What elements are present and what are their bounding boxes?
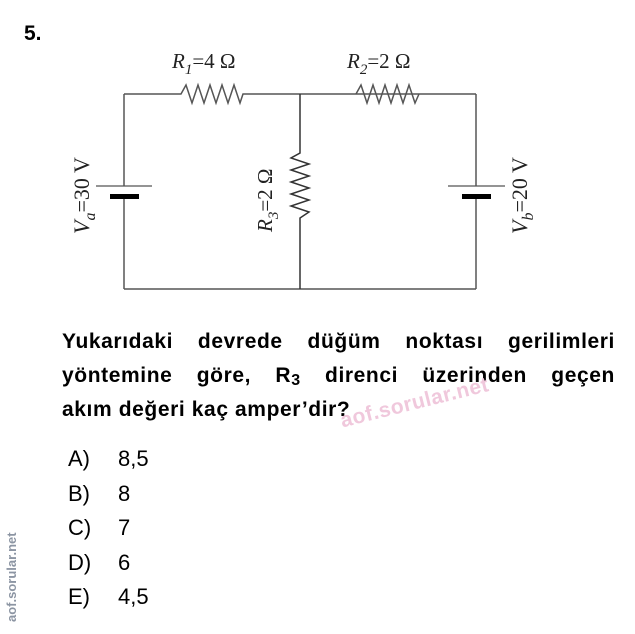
option-c[interactable]: C)7 bbox=[68, 515, 131, 541]
question-line-1: Yukarıdaki devrede düğüm noktası gerilim… bbox=[62, 330, 615, 353]
va-label: Va=30 V bbox=[69, 157, 99, 234]
vb-label: Vb=20 V bbox=[507, 157, 537, 234]
r3-resistor bbox=[288, 94, 312, 289]
r2-label: R2=2 Ω bbox=[346, 49, 411, 78]
option-b[interactable]: B)8 bbox=[68, 480, 131, 506]
r2-resistor bbox=[355, 82, 420, 106]
circuit-diagram: R1=4 Ω R2=2 Ω R3=2 Ω Va=30 V Vb=20 V bbox=[69, 49, 537, 290]
watermark-side: aof.sorular.net bbox=[4, 532, 19, 622]
battery-vb-icon bbox=[448, 185, 505, 199]
option-e[interactable]: E)4,5 bbox=[68, 584, 149, 610]
question-line-2: yöntemine göre, R3 direnci üzerinden geç… bbox=[62, 364, 615, 389]
battery-va-icon bbox=[96, 185, 152, 199]
r1-label: R1=4 Ω bbox=[171, 49, 236, 78]
answer-options: A)8,5 B)8 C)7 D)6 E)4,5 bbox=[68, 442, 149, 615]
option-d[interactable]: D)6 bbox=[68, 549, 131, 575]
r3-label: R3=2 Ω bbox=[253, 168, 282, 233]
question-text: Yukarıdaki devrede düğüm noktası gerilim… bbox=[62, 325, 615, 427]
question-number: 5. bbox=[24, 22, 42, 45]
r1-resistor bbox=[124, 82, 476, 106]
question-line-3: akım değeri kaç amper’dir? bbox=[62, 398, 351, 421]
option-a[interactable]: A)8,5 bbox=[68, 446, 149, 472]
